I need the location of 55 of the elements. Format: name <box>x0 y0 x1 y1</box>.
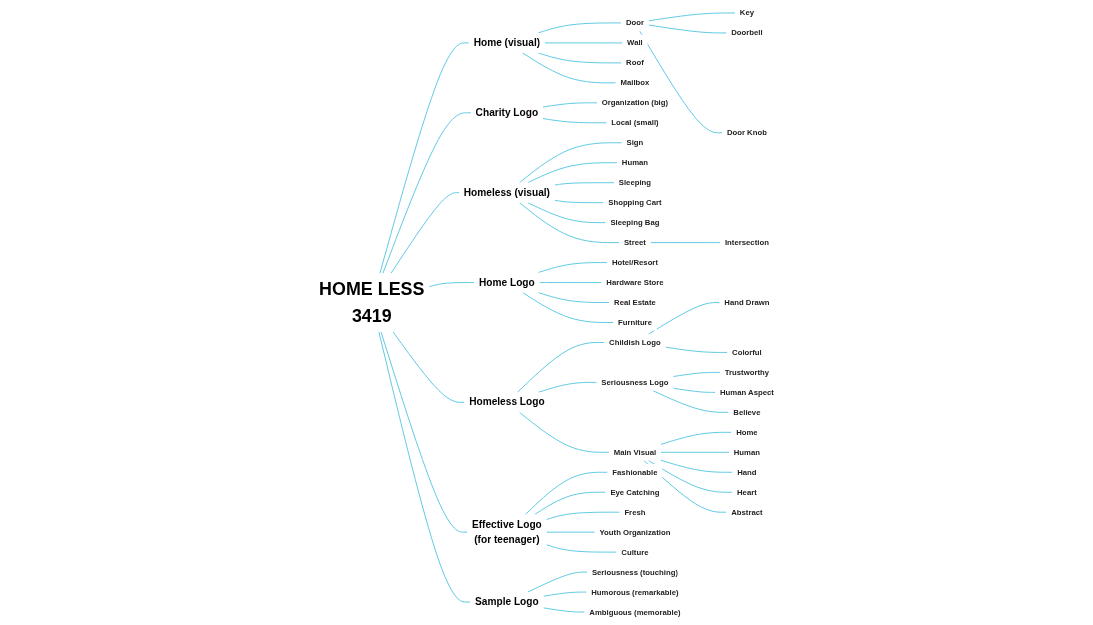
connector <box>392 331 465 403</box>
connector <box>660 431 732 445</box>
connector <box>554 182 615 186</box>
connector <box>542 118 607 124</box>
connector <box>390 192 460 274</box>
connector <box>648 12 736 22</box>
connector <box>652 390 729 413</box>
connector <box>660 459 733 473</box>
connector <box>527 571 588 593</box>
node-text: Homeless Logo <box>469 396 545 408</box>
node-text: Sample Logo <box>475 596 539 608</box>
connector <box>378 331 471 603</box>
connector <box>518 411 610 453</box>
connector <box>543 607 585 613</box>
connector <box>543 591 587 597</box>
node-text: Home Logo <box>479 276 535 289</box>
node-text: Charity Logo <box>475 107 539 119</box>
connector <box>534 491 607 515</box>
connector <box>516 342 605 393</box>
connector <box>648 24 727 34</box>
connector <box>380 331 468 533</box>
connector <box>672 371 721 377</box>
node-text: HOME LESS 3419 <box>319 279 425 326</box>
connector <box>379 42 470 274</box>
connector <box>382 112 472 274</box>
connector <box>522 52 617 84</box>
connector <box>647 302 720 335</box>
node-text: Homeless (visual) <box>463 186 550 199</box>
connector <box>542 102 598 108</box>
connector <box>650 242 721 244</box>
connector <box>537 52 622 64</box>
connector <box>546 531 596 533</box>
connector <box>546 511 621 520</box>
connector <box>660 451 730 453</box>
connector <box>639 30 723 134</box>
connector <box>665 346 728 353</box>
connector <box>672 387 716 393</box>
connector <box>647 460 733 493</box>
connector <box>537 292 610 303</box>
connector <box>546 544 618 553</box>
connector <box>539 282 602 283</box>
connector <box>524 471 608 515</box>
connector <box>537 381 598 393</box>
connector <box>544 42 623 44</box>
connector <box>522 292 614 323</box>
connector <box>527 202 607 224</box>
node-text: Home (visual) <box>473 37 541 49</box>
connector <box>537 22 622 34</box>
connector <box>527 162 618 184</box>
connector <box>554 199 604 204</box>
connector <box>428 282 475 288</box>
node-text: Effective Logo (for teenager) <box>471 518 542 546</box>
connector <box>518 142 623 184</box>
connector <box>518 202 620 244</box>
connector <box>537 262 608 273</box>
